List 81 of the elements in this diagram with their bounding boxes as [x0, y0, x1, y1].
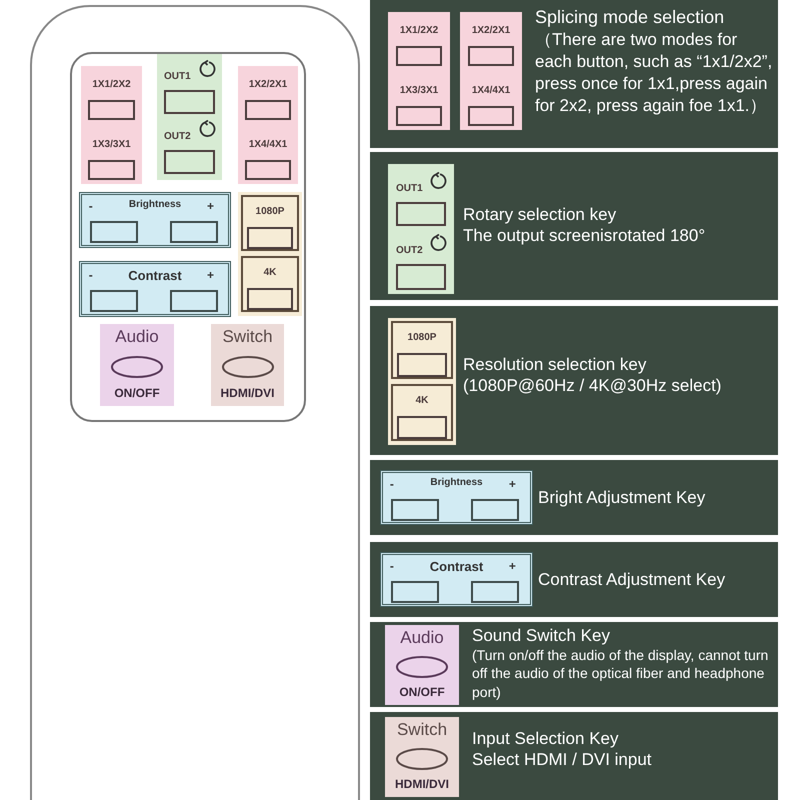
key-label: OUT1	[396, 183, 423, 194]
key-group-background	[388, 318, 456, 445]
description-panel	[370, 306, 778, 455]
panel-heading: Sound Switch Key	[472, 625, 611, 646]
key-group-background	[238, 192, 302, 316]
key-label: 4K	[264, 267, 276, 278]
panel-description: The output screenisrotated 180°	[463, 225, 706, 248]
sign-label: -	[390, 477, 394, 491]
key-group-title: Contrast	[430, 559, 484, 574]
panel-heading: Resolution selection key	[463, 354, 648, 376]
key-group-background	[460, 12, 522, 130]
description-panel	[370, 542, 778, 617]
adjust-key-group	[79, 192, 231, 248]
key-label: HDMI/DVI	[220, 386, 274, 400]
description-panel	[370, 622, 778, 707]
key-label: Audio	[400, 628, 444, 648]
panel-heading: Bright Adjustment Key	[538, 487, 706, 508]
panel-heading: Input Selection Key	[472, 728, 620, 750]
key-label: 1X1/2X2	[92, 79, 131, 90]
key-label: 1X2/2X1	[248, 79, 288, 90]
key-label: Switch	[222, 327, 273, 347]
description-panel	[370, 712, 778, 800]
key-button	[170, 290, 218, 312]
description-panel	[370, 460, 778, 535]
panel-description: （There are two modes for each button, such as “1x1/2x2”, press once for 1x1,press again for 2x2, press again foe 1x1.）	[535, 28, 774, 117]
description-panel	[370, 152, 778, 300]
sign-label: -	[88, 199, 93, 213]
key-label: 1X3/3X1	[92, 139, 131, 150]
adjust-key-group	[380, 470, 533, 525]
adjust-key-group	[380, 552, 533, 607]
key-label: OUT2	[164, 131, 191, 142]
remote-body	[30, 5, 360, 800]
key-group-background	[388, 12, 450, 130]
sign-label: -	[390, 559, 394, 573]
sign-label: -	[88, 268, 93, 282]
key-label: OUT2	[396, 245, 423, 256]
key-label: ON/OFF	[114, 386, 160, 400]
key-panel	[70, 52, 306, 422]
key-label: ON/OFF	[399, 685, 445, 699]
key-group-background	[238, 66, 298, 184]
key-tile	[211, 324, 284, 406]
key-label: OUT1	[164, 71, 191, 82]
key-label: HDMI/DVI	[395, 777, 449, 791]
key-label: Switch	[396, 720, 448, 740]
key-label: 1X4/4X1	[472, 85, 510, 96]
key-group-title: Brightness	[128, 199, 182, 210]
key-label: 1X4/4X1	[248, 139, 288, 150]
key-label: Audio	[115, 327, 159, 347]
key-button	[170, 221, 218, 243]
sign-label: +	[206, 268, 214, 282]
key-button	[90, 290, 138, 312]
key-tile	[100, 324, 174, 406]
adjust-key-group	[79, 261, 231, 317]
sign-label: +	[206, 199, 214, 213]
panel-description: (1080P@60Hz / 4K@30Hz select)	[463, 375, 722, 398]
panel-heading: Rotary selection key	[463, 204, 618, 226]
key-label: 1080P	[256, 206, 284, 217]
key-button	[471, 499, 519, 521]
sign-label: +	[508, 559, 516, 573]
key-group-title: Brightness	[430, 477, 483, 488]
key-button	[471, 581, 519, 603]
key-label: 1X2/2X1	[472, 25, 510, 36]
panel-heading: Splicing mode selection	[535, 6, 726, 28]
key-button	[90, 221, 138, 243]
key-label: 1X1/2X2	[400, 25, 438, 36]
panel-description: (Turn on/off the audio of the display, cannot turn off the audio of the optical fiber and headphone port)	[472, 646, 770, 701]
key-group-background	[157, 54, 222, 180]
key-label: 4K	[416, 395, 428, 406]
panel-description: Select HDMI / DVI input	[472, 749, 653, 772]
key-button	[391, 499, 439, 521]
key-label: 1X3/3X1	[400, 85, 438, 96]
panel-heading: Contrast Adjustment Key	[538, 569, 726, 590]
key-tile	[385, 625, 459, 705]
sign-label: +	[508, 477, 516, 491]
key-group-background	[388, 164, 454, 294]
key-button	[391, 581, 439, 603]
key-label: 1080P	[408, 332, 436, 343]
key-group-background	[81, 66, 142, 184]
key-tile	[385, 717, 459, 797]
key-group-title: Contrast	[128, 268, 182, 283]
description-panel	[370, 0, 778, 148]
